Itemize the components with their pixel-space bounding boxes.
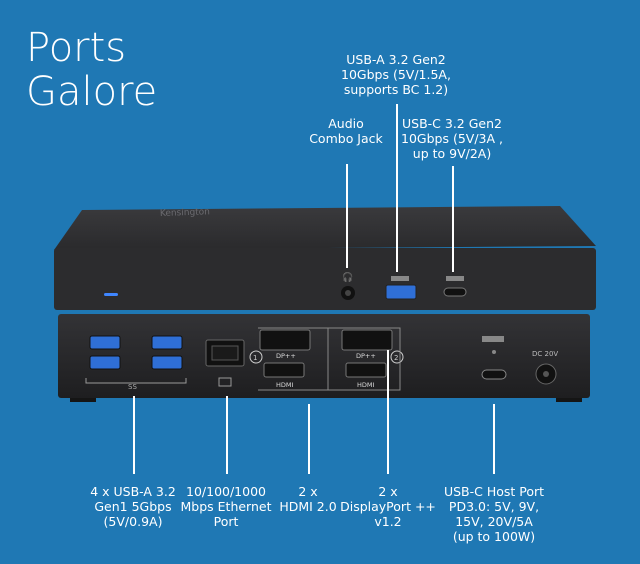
bottom-unit: SS DP++ HDMI 1 DP++ HDMI 2 D: [58, 314, 590, 402]
headline: Ports Galore: [26, 26, 157, 114]
callout-line-hdmi: [308, 404, 310, 474]
headline-line-2: Galore: [26, 69, 158, 115]
callout-line-ethernet: [226, 396, 228, 474]
displayport-1: [259, 329, 311, 351]
callout-line-host: [493, 404, 495, 474]
caption-usb-a-gen2: USB-A 3.2 Gen2 10Gbps (5V/1.5A, supports…: [341, 52, 451, 97]
displayport-2: [341, 329, 393, 351]
caption-host-port: USB-C Host Port PD3.0: 5V, 9V, 15V, 20V/…: [443, 484, 545, 544]
callout-line-displayport: [387, 350, 389, 474]
callout-line-usba-gen2: [396, 104, 398, 272]
usb-a-rear-port-1: [89, 335, 121, 350]
network-icon: [218, 377, 232, 387]
top-unit-front: [54, 248, 596, 310]
port-group-2-number: 2: [394, 354, 398, 362]
callout-line-usbc-gen2: [452, 166, 454, 272]
dc-input-label: DC 20V: [532, 350, 558, 358]
usb-a-front-icon: [391, 276, 409, 281]
superspeed-icon: SS: [128, 383, 137, 391]
usb-c-front-icon: [446, 276, 464, 281]
caption-usb-a-gen1: 4 x USB-A 3.2 Gen1 5Gbps (5V/0.9A): [90, 484, 176, 529]
bottom-unit-body: [58, 314, 590, 398]
callout-line-audio: [346, 164, 348, 268]
usb-a-rear-port-3: [151, 335, 183, 350]
hdmi-port-2: [345, 362, 387, 378]
usb-c-host-port: [481, 369, 507, 380]
usb-a-front-port: [385, 284, 417, 300]
headset-icon: 🎧: [342, 271, 353, 283]
usb-a-rear-port-4: [151, 355, 183, 370]
hdmi-label-1: HDMI: [276, 381, 294, 389]
usb-a-rear-port-2: [89, 355, 121, 370]
dp-label-1: DP++: [276, 352, 296, 360]
usb-c-front-port: [443, 287, 467, 297]
power-led: [104, 293, 118, 296]
port-group-1-number: 1: [253, 354, 257, 362]
host-laptop-icon: [482, 336, 504, 342]
brand-logo: Kensington: [160, 207, 210, 219]
caption-audio-jack: Audio Combo Jack: [309, 116, 383, 146]
caption-hdmi: 2 x HDMI 2.0: [279, 484, 337, 514]
top-unit-lid: [54, 206, 596, 250]
hdmi-label-2: HDMI: [357, 381, 375, 389]
hdmi-port-1: [263, 362, 305, 378]
caption-usb-c-gen2: USB-C 3.2 Gen2 10Gbps (5V/3A , up to 9V/…: [401, 116, 503, 161]
headline-line-1: Ports: [26, 25, 127, 71]
top-unit: Kensington 🎧: [54, 206, 596, 310]
callout-line-usba-gen1: [133, 396, 135, 474]
caption-ethernet: 10/100/1000 Mbps Ethernet Port: [180, 484, 272, 529]
dp-label-2: DP++: [356, 352, 376, 360]
caption-displayport: 2 x DisplayPort ++ v1.2: [340, 484, 436, 529]
